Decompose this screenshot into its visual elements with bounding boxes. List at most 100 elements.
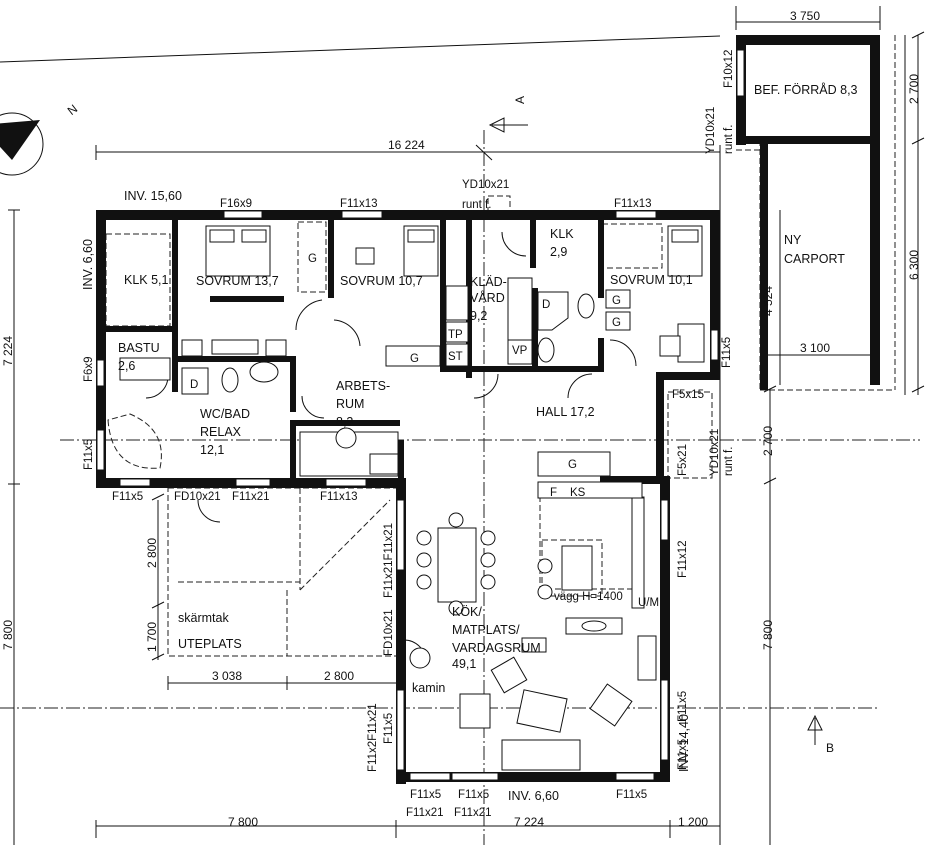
plan-label: A <box>513 96 527 104</box>
plan-label: kamin <box>412 681 445 695</box>
plan-label: CARPORT <box>784 252 845 266</box>
north-arrow-icon: N <box>0 102 80 176</box>
plan-label: NY <box>784 233 802 247</box>
plan-label: F11x5 <box>677 739 689 770</box>
plan-label: 16 224 <box>388 138 425 152</box>
dimension-texts: 16 224 3 750 2 700 6 300 3 100 4 524 7 2… <box>1 9 921 829</box>
furniture <box>107 225 705 771</box>
plan-label: 1 200 <box>678 815 708 829</box>
plan-label: 8,3 <box>336 415 353 429</box>
plan-label: runt f. <box>723 447 735 476</box>
plan-label: F11x21 <box>406 807 444 819</box>
plan-label: F5x15 <box>672 389 704 401</box>
plan-label: F11x21F11x21 <box>383 523 395 598</box>
plan-label: ST <box>448 351 463 363</box>
plan-label: 7 224 <box>1 336 15 366</box>
plan-label: F11x5 <box>458 789 489 801</box>
plan-label: G <box>568 459 577 471</box>
plan-label: WC/BAD <box>200 407 250 421</box>
plan-label: F11x13 <box>320 491 358 503</box>
plan-label: 3 100 <box>800 341 830 355</box>
plan-label: 1 700 <box>145 622 159 652</box>
plan-label: KS <box>570 487 586 499</box>
room-uteplats: UTEPLATS <box>178 637 242 651</box>
plan-label: YD10x21 <box>705 107 717 154</box>
plan-label: F11x5 <box>112 491 143 503</box>
plan-label: G <box>410 353 419 365</box>
plan-label: 2 800 <box>145 538 159 568</box>
plan-label: RUM <box>336 397 364 411</box>
plan-label: G <box>612 317 621 329</box>
plan-label: 49,1 <box>452 657 476 671</box>
room-klk1: KLK 5,1 <box>124 273 169 287</box>
plan-label: skärmtak <box>178 611 229 625</box>
plan-label: F16x9 <box>220 198 252 210</box>
north-label: N <box>65 102 80 118</box>
plan-label: 9,2 <box>470 309 487 323</box>
plan-label: 6 300 <box>907 250 921 280</box>
plan-label: KLK <box>550 227 574 241</box>
plan-label: 2 700 <box>907 74 921 104</box>
plan-label: F10x12 <box>723 50 735 88</box>
plan-label: F11x5 <box>616 789 647 801</box>
plan-label: 2,9 <box>550 245 567 259</box>
plan-label: F11x5 <box>677 691 689 722</box>
plan-label: YD10x21 <box>709 429 721 476</box>
room-forrad: BEF. FÖRRÅD 8,3 <box>754 82 858 97</box>
plan-label: F11x13 <box>614 198 652 210</box>
plan-label: F11x13 <box>340 198 378 210</box>
plan-label: KLÄD- <box>470 275 507 289</box>
plan-label: VÅRD <box>470 290 505 305</box>
plan-label: INV. 6,60 <box>81 239 95 290</box>
plan-label: F11x5 <box>383 713 395 744</box>
plan-label: 7 224 <box>514 815 544 829</box>
plan-label: F <box>550 487 557 499</box>
plan-label: FD10x21 <box>174 491 221 503</box>
plan-label: 2,6 <box>118 359 135 373</box>
plan-label: 7 800 <box>761 620 775 650</box>
plan-label: 12,1 <box>200 443 224 457</box>
plan-label: runt f. <box>723 125 735 154</box>
plan-label: U/M <box>638 597 659 609</box>
plan-label: D <box>190 379 198 391</box>
plan-label: 4 524 <box>761 286 775 316</box>
plan-label: VP <box>512 345 528 357</box>
plan-label: B <box>826 741 834 755</box>
plan-label: 7 800 <box>1 620 15 650</box>
section-marker-b: B <box>807 714 834 755</box>
plan-label: KÖK/ <box>452 605 482 619</box>
plan-label: 3 038 <box>212 669 242 683</box>
plan-label: F11x5 <box>83 439 95 470</box>
plan-label: TP <box>448 329 463 341</box>
plan-label: 2 800 <box>324 669 354 683</box>
plan-label: F11x5 <box>410 789 441 801</box>
plan-label: F11x2F11x21 <box>367 703 379 772</box>
plan-label: F11x21 <box>454 807 492 819</box>
plan-label: RELAX <box>200 425 242 439</box>
plan-label: 2 700 <box>761 426 775 456</box>
plan-label: INV. 6,60 <box>508 789 559 803</box>
plan-label: ARBETS- <box>336 379 390 393</box>
plan-label: F6x9 <box>83 356 95 382</box>
plan-label: D <box>542 299 550 311</box>
plan-label: G <box>308 253 317 265</box>
room-sovrum1: SOVRUM 13,7 <box>196 274 279 288</box>
plan-label: YD10x21 <box>462 179 509 191</box>
room-hall: HALL 17,2 <box>536 405 595 419</box>
plan-label: MATPLATS/ <box>452 623 520 637</box>
dimension-lines <box>8 21 925 845</box>
plan-label: 3 750 <box>790 9 820 23</box>
plan-label: VARDAGSRUM <box>452 641 541 655</box>
plan-label: F5x21 <box>677 444 689 476</box>
plan-label: INV. 15,60 <box>124 189 182 203</box>
plan-label: 7 800 <box>228 815 258 829</box>
room-sovrum3: SOVRUM 10,1 <box>610 273 693 287</box>
room-labels: KLK 5,1 SOVRUM 13,7 SOVRUM 10,7 KLÄD- VÅ… <box>118 82 858 695</box>
plan-label: F11x21 <box>232 491 270 503</box>
window-labels: F16x9 F11x13 YD10x21 runt f. F11x13 F10x… <box>83 50 735 819</box>
plan-label: F11x12 <box>677 540 689 578</box>
windows <box>96 49 745 781</box>
plan-label: INV. 14,40 <box>677 714 691 772</box>
room-sovrum2: SOVRUM 10,7 <box>340 274 423 288</box>
